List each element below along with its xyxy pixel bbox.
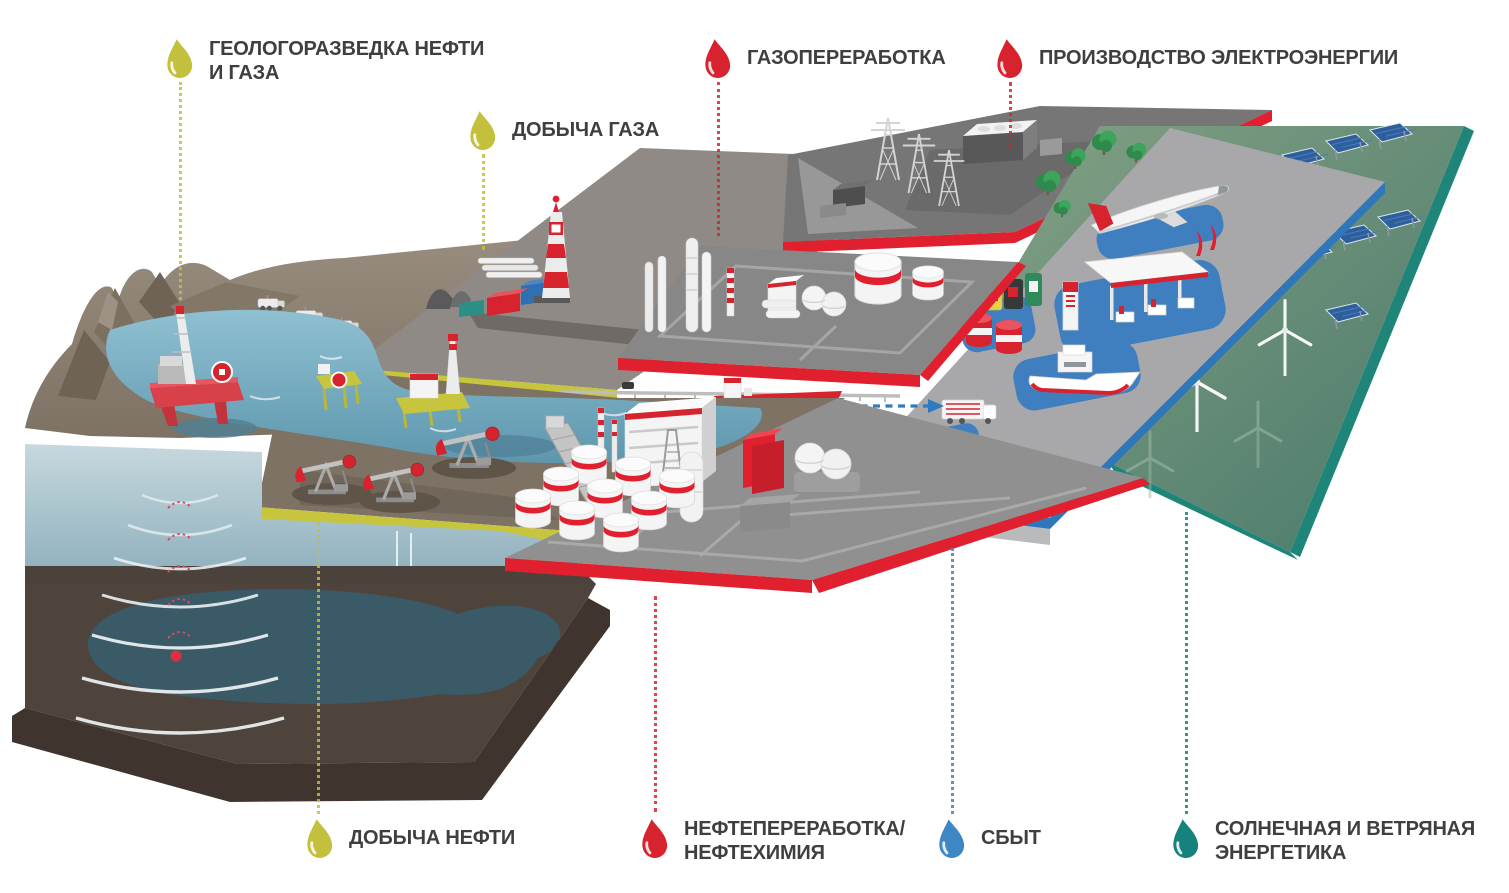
leader-gas-production — [482, 154, 485, 250]
legend-label: ДОБЫЧА НЕФТИ — [349, 827, 516, 849]
sales-drop-icon — [939, 819, 965, 858]
renewables-drop-icon — [1173, 819, 1199, 858]
gas-processing-platform — [618, 237, 1026, 387]
leader-renewables — [1185, 512, 1188, 814]
gas-processing-drop-icon — [705, 39, 731, 78]
exploration-rig — [150, 306, 244, 426]
service-car — [622, 382, 634, 389]
gas-drop-icon — [470, 111, 496, 150]
oil-reservoir — [87, 589, 561, 704]
bunkering-ship — [1028, 344, 1141, 396]
gas-storage-tank-small — [912, 265, 944, 301]
legend-gas-production: ДОБЫЧА ГАЗА — [463, 108, 659, 154]
red-units — [743, 428, 784, 494]
process-building — [761, 275, 804, 319]
sales-platform — [838, 128, 1385, 545]
substation-boxes — [820, 180, 873, 218]
offshore-platforms — [316, 334, 470, 429]
leader-refining — [654, 596, 657, 812]
seismic-waves — [75, 493, 285, 735]
gas-derrick — [534, 195, 570, 303]
gas-storage-tank — [854, 252, 902, 305]
distillation-columns — [644, 237, 735, 333]
airplane — [1087, 185, 1230, 234]
refinery-platform — [505, 397, 1150, 593]
seismic-source-dot — [170, 650, 182, 662]
legend-gas-processing: ГАЗОПЕРЕРАБОТКА — [698, 36, 946, 82]
legend-label: ДОБЫЧА ГАЗА — [512, 119, 660, 141]
spherical-tanks — [801, 285, 847, 317]
refining-drop-icon — [642, 819, 668, 858]
leader-sales — [951, 548, 954, 814]
leader-geology — [179, 82, 182, 300]
leader-oil-production — [317, 522, 320, 814]
legend-label: СБЫТ — [981, 827, 1041, 849]
oil-drop-icon — [167, 39, 193, 78]
legend-sales: СБЫТ — [932, 816, 1041, 862]
power-plant — [963, 120, 1062, 164]
gas-station — [1062, 224, 1217, 331]
legend-label: НЕФТЕПЕРЕРАБОТКА/НЕФТЕХИМИЯ — [684, 818, 906, 864]
electricity-drop-icon — [997, 39, 1023, 78]
refinery-spheres — [794, 442, 860, 492]
legend-refining: НЕФТЕПЕРЕРАБОТКА/НЕФТЕХИМИЯ — [635, 816, 905, 865]
pipe-stack — [477, 257, 543, 278]
legend-label: ГАЗОПЕРЕРАБОТКА — [747, 47, 946, 69]
legend-electricity: ПРОИЗВОДСТВО ЭЛЕКТРОЭНЕРГИИ — [990, 36, 1398, 82]
leader-gas-processing — [717, 82, 720, 236]
leader-electricity — [1009, 82, 1012, 148]
service-building — [740, 502, 790, 532]
legend-label: ПРОИЗВОДСТВО ЭЛЕКТРОЭНЕРГИИ — [1039, 47, 1399, 69]
underground-cross-section — [12, 444, 610, 802]
pumpjacks — [291, 424, 516, 513]
freight-truck — [941, 399, 997, 424]
legend-oil-production: ДОБЫЧА НЕФТИ — [300, 816, 515, 862]
oil-drop-icon — [307, 819, 333, 858]
